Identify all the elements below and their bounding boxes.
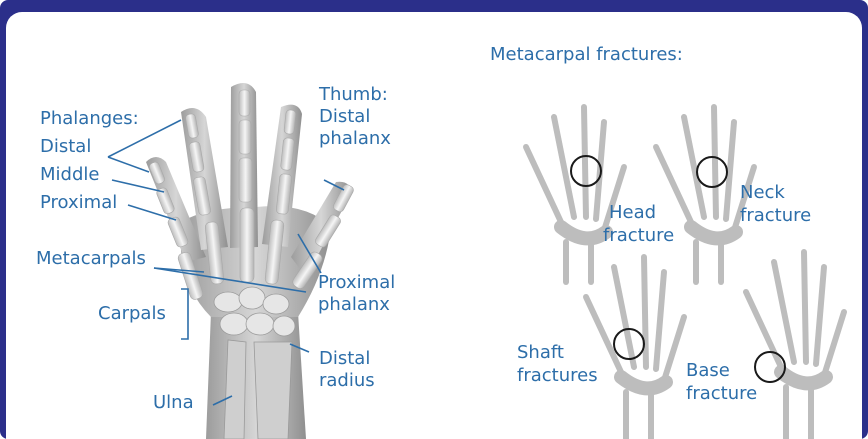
label-thumb-distal: Distal [319, 106, 370, 127]
label-neck-fracture-1: Neck [740, 182, 785, 203]
label-distal: Distal [40, 136, 91, 157]
label-base-fracture-1: Base [686, 360, 730, 381]
label-head-fracture-1: Head [609, 202, 656, 223]
fracture-hands-right [526, 107, 844, 439]
metacarpal-fractures-title: Metacarpal fractures: [490, 44, 683, 65]
label-proximal-phalanx-1: Proximal [318, 272, 395, 293]
label-phalanges: Phalanges: [40, 108, 139, 129]
label-thumb: Thumb: [319, 84, 388, 105]
label-head-fracture-2: fracture [603, 225, 674, 246]
label-metacarpals: Metacarpals [36, 248, 146, 269]
figure-panel: Phalanges: Distal Middle Proximal Thumb:… [6, 12, 862, 439]
label-proximal-phalanx-2: phalanx [318, 294, 390, 315]
label-proximal: Proximal [40, 192, 117, 213]
label-shaft-fractures-2: fractures [517, 365, 598, 386]
label-ulna: Ulna [153, 392, 194, 413]
label-shaft-fractures-1: Shaft [517, 342, 564, 363]
label-carpals: Carpals [98, 303, 166, 324]
anatomy-illustration [6, 12, 862, 439]
label-thumb-phalanx: phalanx [319, 128, 391, 149]
label-distal-radius-1: Distal [319, 348, 370, 369]
label-middle: Middle [40, 164, 99, 185]
label-base-fracture-2: fracture [686, 383, 757, 404]
label-distal-radius-2: radius [319, 370, 375, 391]
label-neck-fracture-2: fracture [740, 205, 811, 226]
